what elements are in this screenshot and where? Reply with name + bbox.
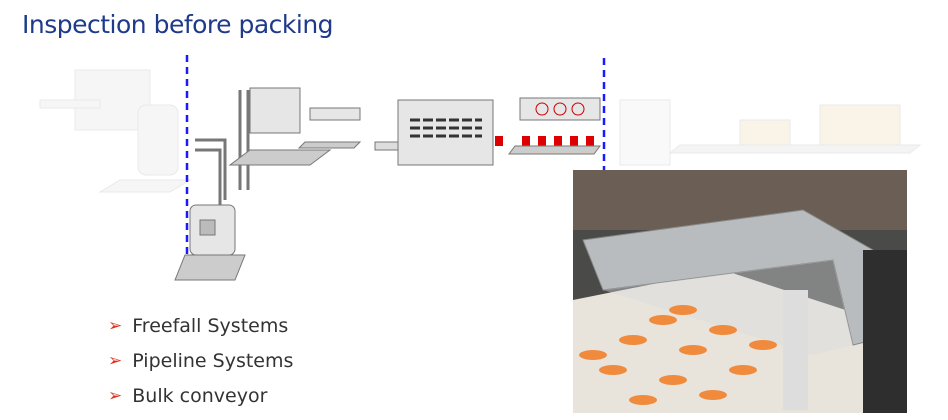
arrow-bullet-icon: ➢ [108, 315, 123, 336]
arrow-bullet-icon: ➢ [108, 385, 123, 406]
arrow-bullet-icon: ➢ [108, 350, 123, 371]
production-line-diagram [39, 55, 922, 281]
bullet-label: Freefall Systems [132, 314, 289, 337]
list-item: ➢ Bulk conveyor [108, 378, 293, 413]
page-title: Inspection before packing [22, 10, 334, 39]
bullet-label: Bulk conveyor [132, 384, 268, 407]
faded-packing-section [619, 99, 922, 166]
bullet-label: Pipeline Systems [132, 349, 294, 372]
faded-tank-section [39, 69, 192, 193]
list-item: ➢ Freefall Systems [108, 308, 293, 343]
pipeline-system [174, 87, 601, 281]
metal-detector-conveyor-photo [573, 170, 907, 413]
list-item: ➢ Pipeline Systems [108, 343, 293, 378]
bullet-list: ➢ Freefall Systems ➢ Pipeline Systems ➢ Bul… [108, 308, 293, 413]
